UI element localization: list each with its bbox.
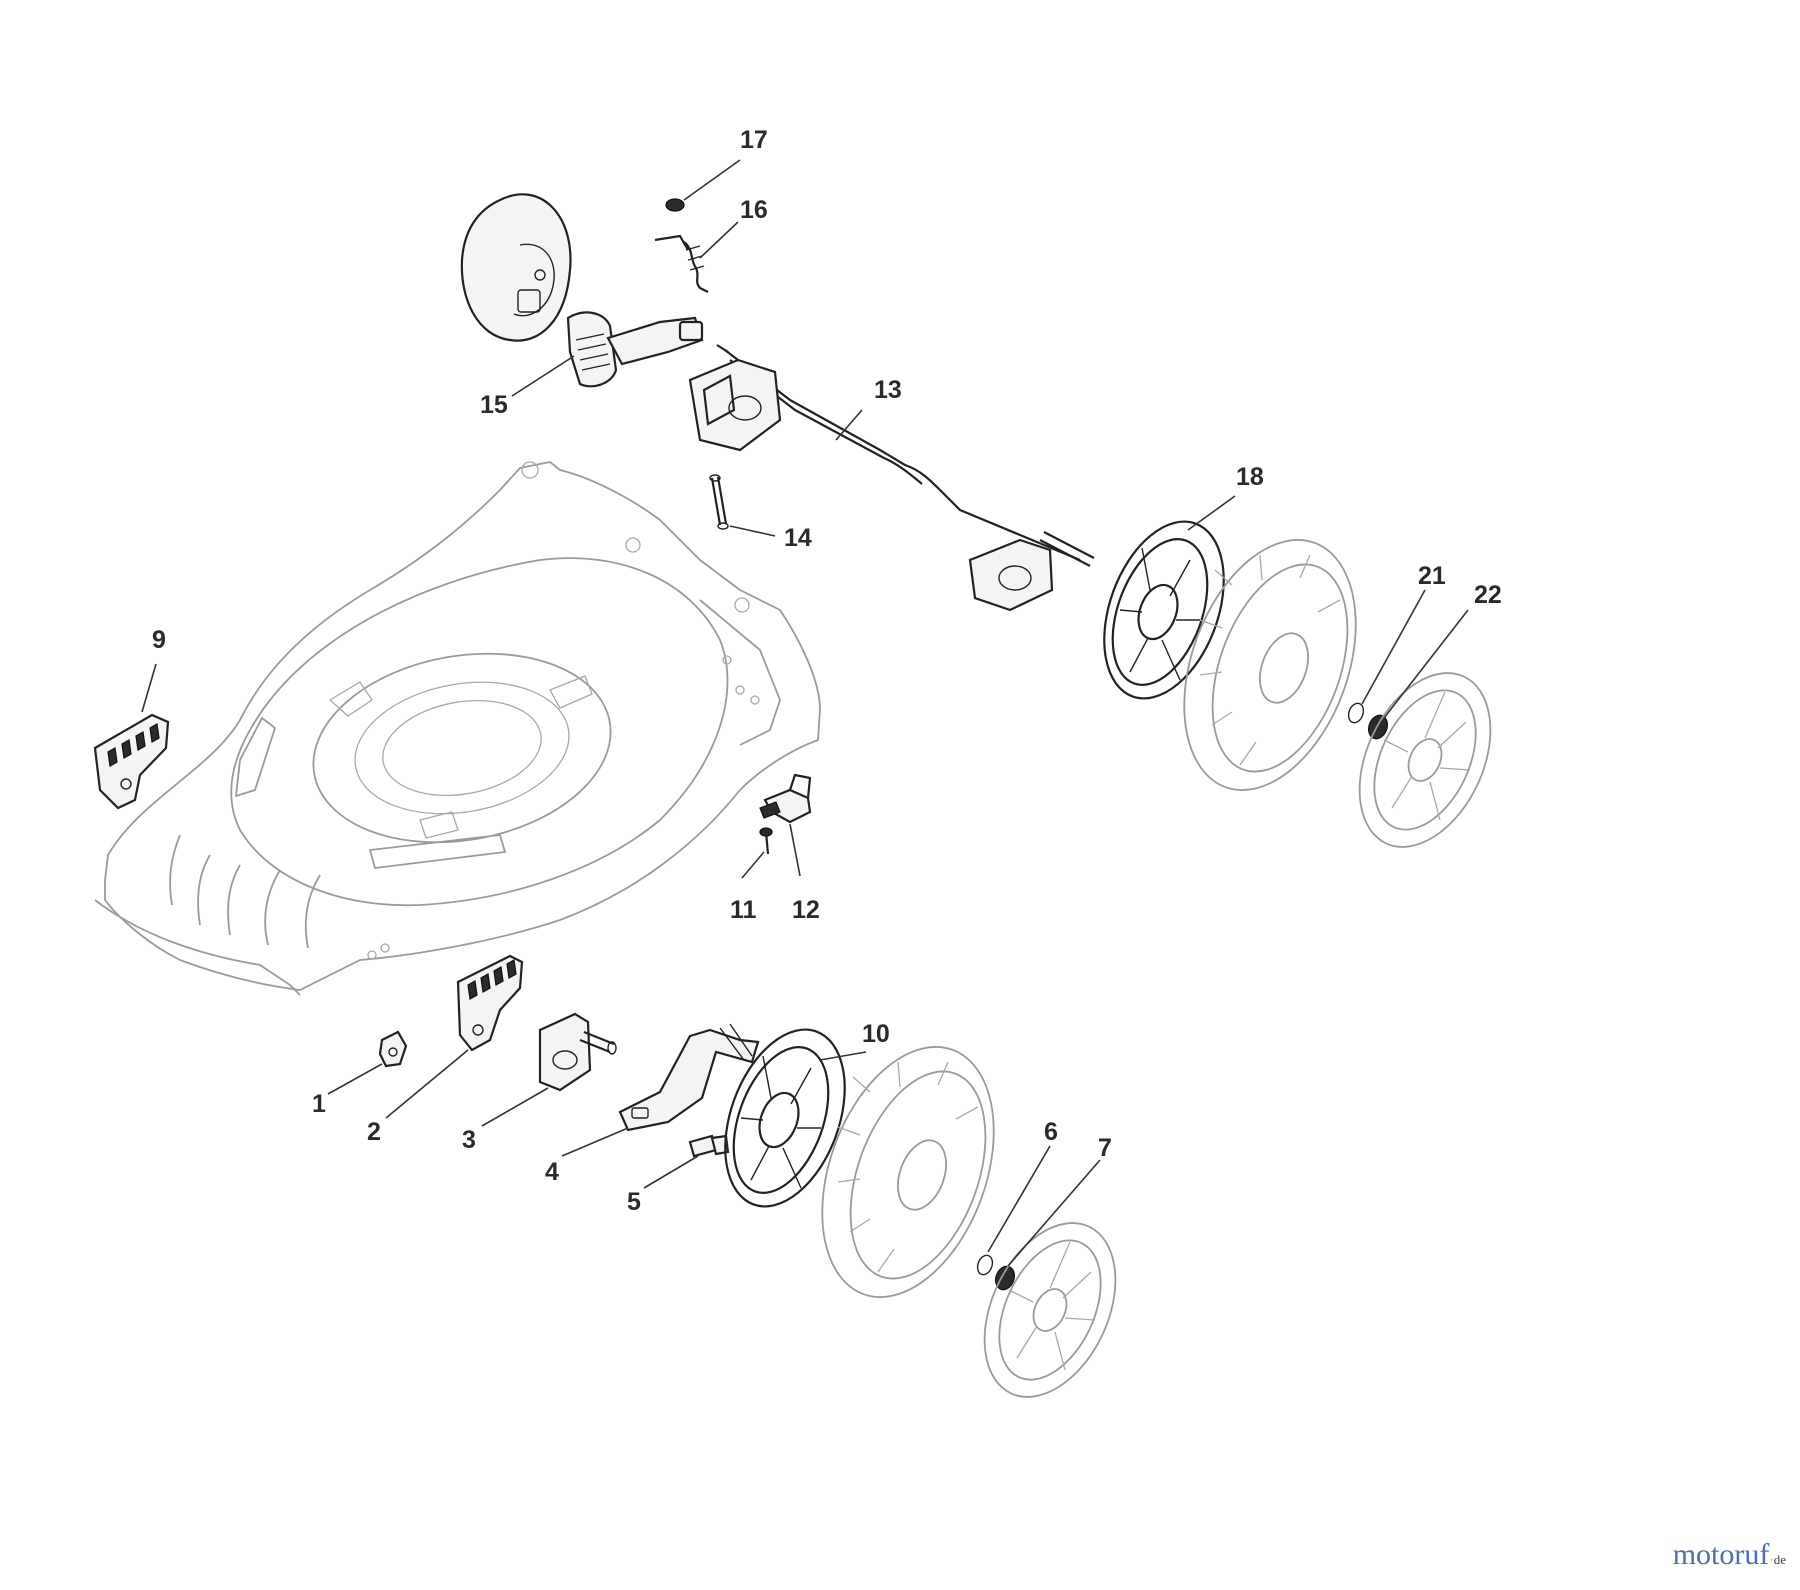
callout-1: 1 <box>312 1090 326 1118</box>
leader-17 <box>683 159 741 201</box>
leader-11 <box>741 851 765 879</box>
callout-16: 16 <box>740 196 768 224</box>
leader-1 <box>327 1063 383 1095</box>
leader-16 <box>699 221 739 259</box>
callout-6: 6 <box>1044 1118 1058 1146</box>
leader-21 <box>1361 589 1426 705</box>
leader-13 <box>835 409 863 441</box>
leader-15 <box>511 355 575 397</box>
leader-3 <box>481 1087 549 1127</box>
callout-11: 11 <box>730 896 757 924</box>
callout-10: 10 <box>862 1020 890 1048</box>
callout-labels: 17 16 15 13 14 18 21 22 9 11 12 1 2 3 4 … <box>152 126 1502 1216</box>
leader-14 <box>729 525 776 537</box>
callout-18: 18 <box>1236 463 1264 491</box>
front-tire <box>821 1046 995 1298</box>
callout-2: 2 <box>367 1118 381 1146</box>
callout-3: 3 <box>462 1126 476 1154</box>
leader-7 <box>1007 1159 1101 1267</box>
part-13-rear-axle <box>688 344 1095 612</box>
watermark-dot: · <box>1769 1552 1774 1567</box>
part-5-bolt <box>688 1134 730 1158</box>
callout-12: 12 <box>792 896 820 924</box>
watermark-logo: motoruf·de <box>1673 1538 1786 1572</box>
part-21-washer <box>1347 702 1365 724</box>
part-6-washer <box>976 1254 994 1276</box>
callout-7: 7 <box>1098 1134 1112 1162</box>
callout-14: 14 <box>784 524 812 552</box>
leader-12 <box>789 823 801 877</box>
part-12-bracket <box>759 773 812 824</box>
part-1-clip <box>378 1030 408 1068</box>
callout-15: 15 <box>480 391 508 419</box>
part-7-nut <box>994 1265 1016 1291</box>
callout-5: 5 <box>627 1188 641 1216</box>
leader-18 <box>1187 495 1236 531</box>
part-10-front-hub <box>724 1028 846 1208</box>
part-9-height-plate <box>93 713 170 810</box>
leader-4 <box>561 1127 629 1157</box>
watermark-tld: de <box>1773 1552 1786 1567</box>
front-hub-cap <box>983 1222 1117 1398</box>
callout-9: 9 <box>152 626 166 654</box>
callout-21: 21 <box>1418 562 1446 590</box>
leader-5 <box>643 1155 699 1189</box>
rear-hub-cap <box>1358 672 1492 848</box>
callout-22: 22 <box>1474 581 1502 609</box>
rear-tire <box>1183 539 1357 791</box>
leader-2 <box>385 1049 469 1119</box>
part-15-height-lever <box>566 311 704 388</box>
part-4-front-lever <box>618 1023 760 1132</box>
leader-lines <box>141 159 1469 1267</box>
part-2-front-height-plate <box>456 954 524 1052</box>
leader-22 <box>1383 609 1469 719</box>
mower-deck <box>94 461 821 996</box>
part-17-nut <box>665 198 685 212</box>
callout-13: 13 <box>874 376 902 404</box>
leader-10 <box>819 1051 867 1061</box>
rear-flap-shield <box>460 193 572 342</box>
callout-17: 17 <box>740 126 768 154</box>
part-14-pin <box>709 474 729 530</box>
leader-6 <box>987 1145 1051 1253</box>
callout-4: 4 <box>545 1158 559 1186</box>
part-11-screw <box>759 827 773 855</box>
watermark-brand: motoruf <box>1672 1538 1770 1571</box>
part-18-rear-hub <box>1103 520 1225 700</box>
leader-9 <box>141 663 157 713</box>
part-16-spring <box>654 234 709 293</box>
part-3-front-bracket <box>538 1012 617 1092</box>
